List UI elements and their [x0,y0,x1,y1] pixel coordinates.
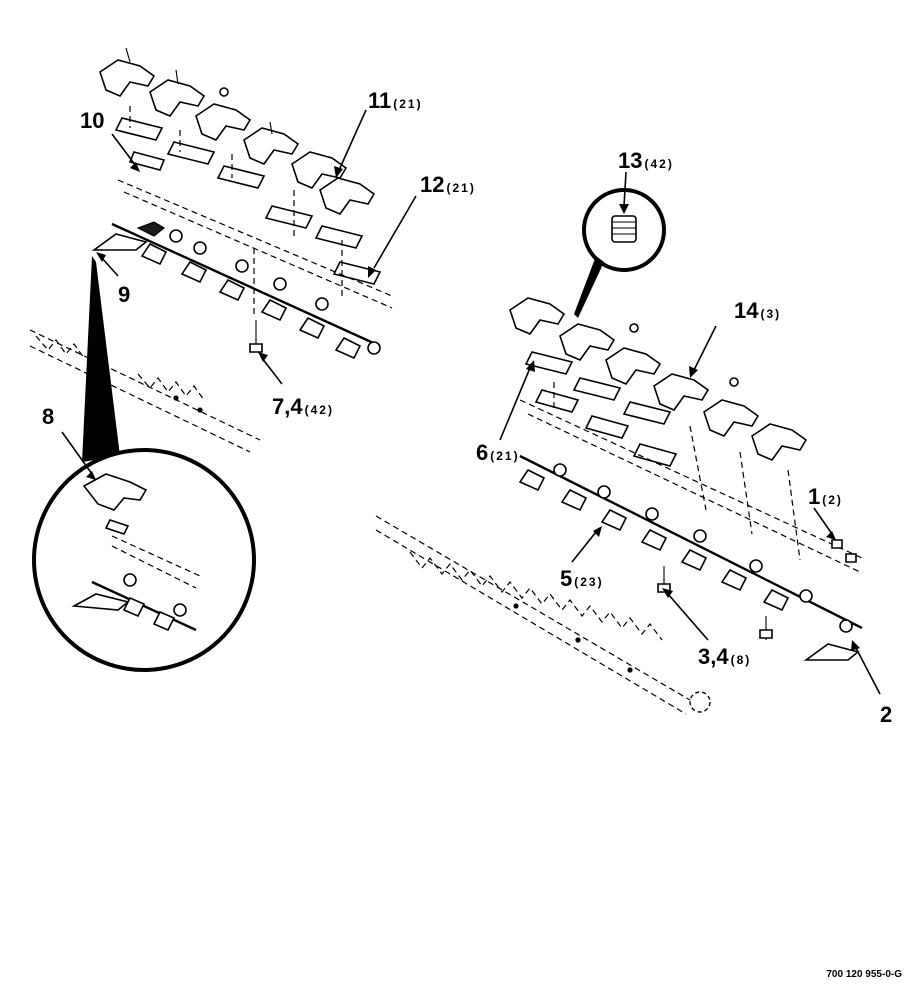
alignment-lines [129,106,343,318]
right-clips-row [509,297,808,461]
callout-8: 8 [42,404,54,429]
detail-wedge [82,256,120,462]
callout-9: 9 [118,282,130,307]
right-wear-plates-row [524,351,678,467]
wear-plates-row [114,117,382,285]
callout-10: 10 [80,108,104,133]
callout-7-4: 7,4(42) [272,394,334,419]
callout-12: 12(21) [420,172,476,197]
right-guard-row [518,454,863,661]
detail-circle [32,448,256,672]
right-alignment-lines [553,382,801,561]
callout-13: 13(42) [618,148,674,173]
callout-14: 14(3) [734,298,781,323]
bottom-dashed-guard-strip [375,515,711,715]
hold-down-clips-row [99,47,376,215]
callout-labels: 10 11(21) 12(21) 9 7,4(42) 8 13(42) 14(3… [42,88,892,727]
callout-1: 1(2) [808,484,843,509]
right-knife-back-strip [519,399,863,573]
knife-back-strip [117,179,393,309]
bolt-icon [249,320,263,353]
callout-11: 11(21) [368,88,423,113]
leader-lines [61,109,881,695]
callout-5: 5(23) [560,566,604,591]
right-bolts-icon [657,539,857,640]
callout-6: 6(21) [476,440,520,465]
callout-2: 2 [880,702,892,727]
left-dashed-guard-strip [29,329,261,453]
upper-left-assembly [91,47,393,360]
drawing-number: 700 120 955-0-G [826,969,902,980]
guard-row [91,221,381,360]
callout-3-4: 3,4(8) [698,644,751,669]
right-assembly [509,188,863,661]
set-screw-icon [611,215,637,243]
